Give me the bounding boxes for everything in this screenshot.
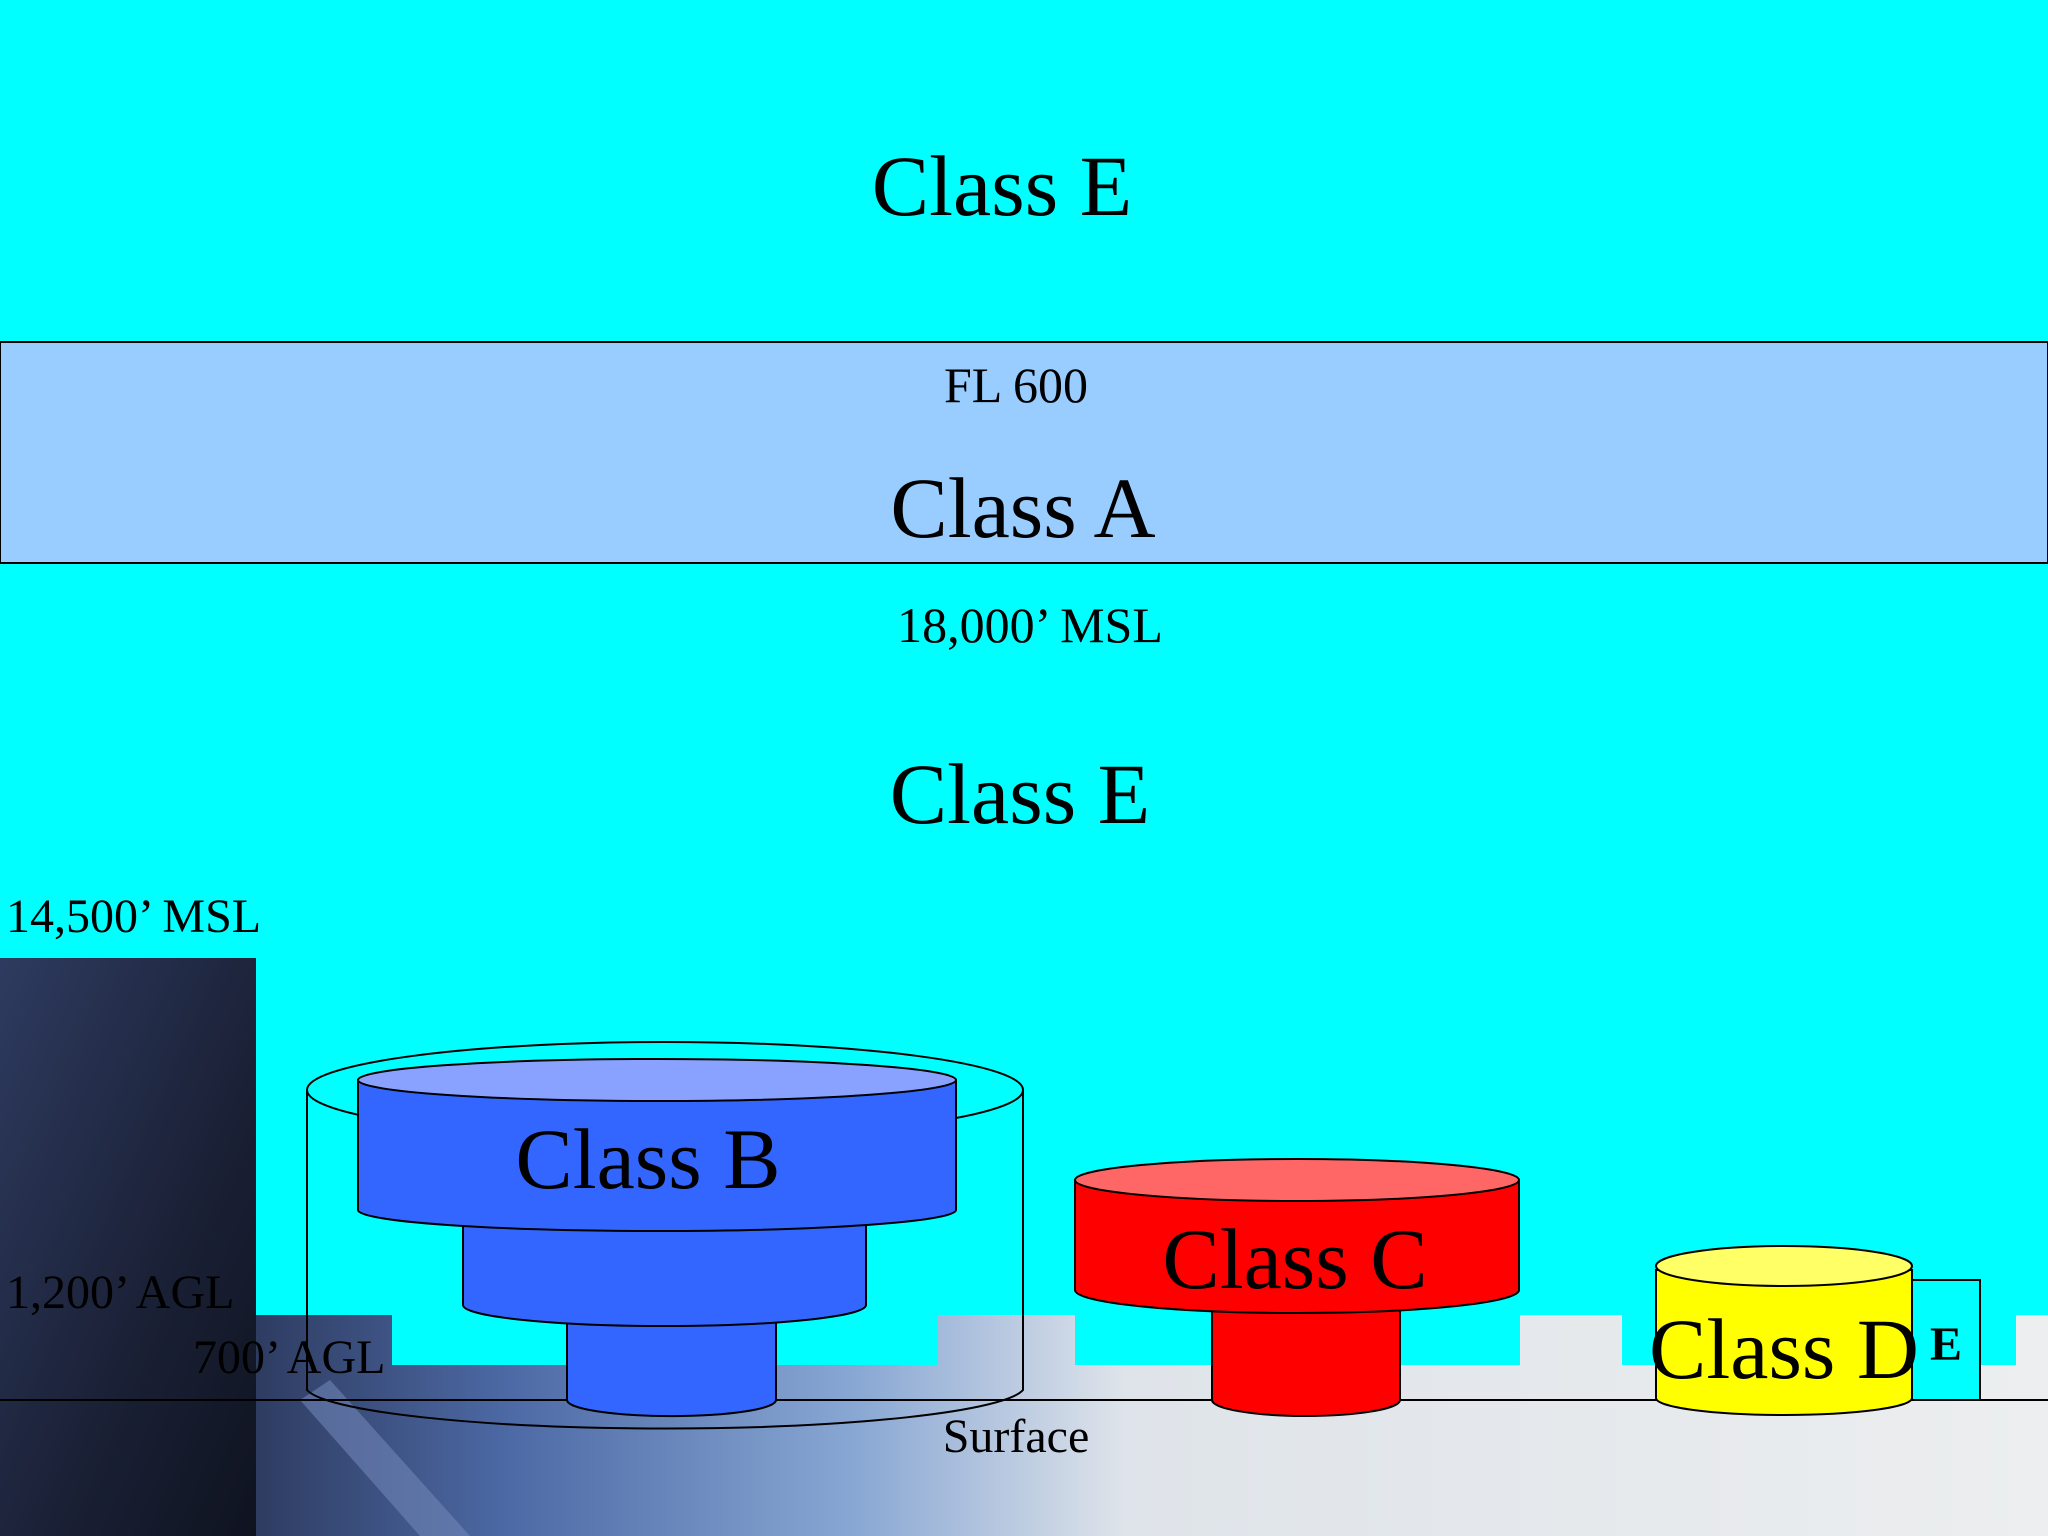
class-b-stack [357, 1058, 957, 1418]
fl600-label: FL 600 [944, 357, 1088, 413]
agl700-label: 700’ AGL [193, 1331, 385, 1384]
msl14500-label: 14,500’ MSL [6, 890, 261, 943]
surface-label: Surface [943, 1410, 1090, 1463]
mid-class-e-label: Class E [890, 746, 1150, 842]
msl18000-label: 18,000’ MSL [897, 597, 1163, 653]
upper-class-e-label: Class E [872, 138, 1132, 234]
ground-backdrop [0, 958, 2048, 1536]
class-a-band [0, 341, 2048, 564]
class-c-cylinder [1074, 1158, 1520, 1417]
class-c-label: Class C [1162, 1211, 1427, 1307]
class-b-label: Class B [515, 1111, 780, 1207]
class-e-extension-box [1911, 1279, 1981, 1401]
agl1200-label: 1,200’ AGL [6, 1266, 234, 1319]
mountain-block [0, 958, 256, 1536]
class-d-label: Class D [1649, 1301, 1919, 1397]
class-a-label: Class A [890, 460, 1155, 556]
class-d-cylinder [1655, 1245, 1913, 1416]
class-e-extension-label: E [1930, 1318, 1962, 1371]
ground-streak [300, 1380, 470, 1536]
